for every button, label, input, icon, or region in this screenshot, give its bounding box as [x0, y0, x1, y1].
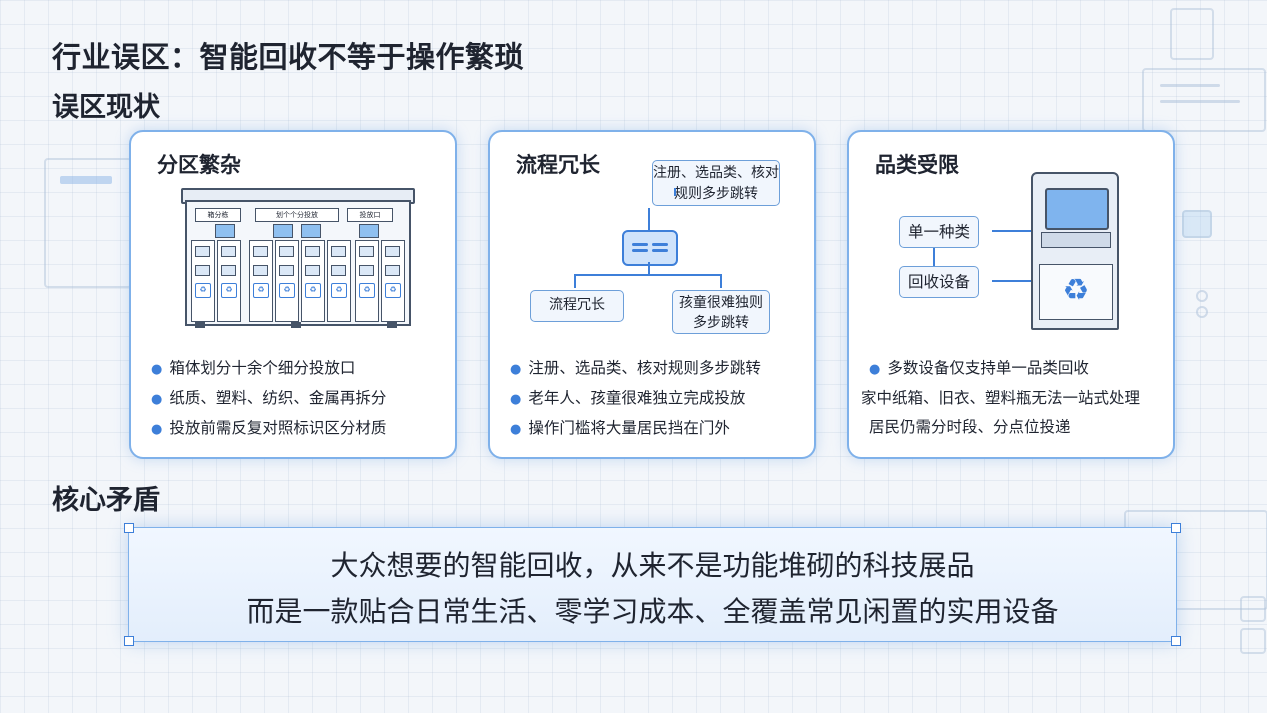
section-title-status: 误区现状	[52, 92, 160, 123]
bg-decor-line	[60, 176, 112, 184]
tag-single-category: 单一种类	[899, 216, 980, 248]
resize-handle[interactable]	[124, 523, 134, 533]
recycle-icon: ♻	[359, 283, 375, 298]
bullet-dot-icon: ●	[151, 362, 163, 377]
recycle-icon: ♻	[195, 283, 211, 298]
bg-decor-line	[1160, 100, 1240, 103]
list-item: ●纸质、塑料、纺织、金属再拆分	[151, 389, 387, 407]
card-title: 流程冗长	[516, 153, 600, 177]
tag-connector	[992, 230, 1032, 232]
cabinet-leg	[195, 322, 205, 328]
cabinet-sign: 箱分栋	[195, 208, 241, 222]
bullet-list: ●注册、选品类、核对规则多步跳转 ●老年人、孩童很难独立完成投放 ●操作门槛将大…	[510, 354, 761, 444]
flow-box-right: 孩童很难独则多步跳转	[672, 290, 770, 334]
kiosk-panel	[1041, 232, 1111, 248]
recycle-icon: ♻	[331, 283, 347, 298]
bin-door: ♻	[249, 240, 273, 322]
bullet-dot-icon: ●	[151, 422, 163, 437]
resize-handle[interactable]	[1171, 636, 1181, 646]
section-title-core: 核心矛盾	[52, 485, 160, 516]
bullet-dot-icon: ●	[151, 392, 163, 407]
card-category: 品类受限 单一种类 回收设备 ♻ ●多数设备仅支持单一品类回收 家中纸箱、旧衣、…	[847, 130, 1175, 459]
bin-door: ♻	[301, 240, 325, 322]
cabinet-body: 箱分栋 划个个分投放 投放口 ♻ ♻ ♻ ♻ ♻ ♻ ♻ ♻	[185, 200, 411, 326]
bg-decor-window	[1142, 68, 1266, 132]
bin-door: ♻	[275, 240, 299, 322]
kiosk-screen	[1045, 188, 1109, 230]
bin-door: ♻	[381, 240, 405, 322]
cabinet-screen	[215, 224, 235, 238]
flow-connector	[574, 274, 722, 276]
flow-connector	[648, 262, 650, 274]
list-item: ●箱体划分十余个细分投放口	[151, 359, 356, 377]
recycle-icon: ♻	[279, 283, 295, 298]
bin-door: ♻	[355, 240, 379, 322]
bullet-dot-icon: ●	[869, 362, 881, 377]
bin-door: ♻	[191, 240, 215, 322]
list-item: ●注册、选品类、核对规则多步跳转	[510, 359, 761, 377]
flow-hub-icon	[622, 230, 678, 266]
bg-decor-dot	[1196, 306, 1208, 318]
page-title: 行业误区：智能回收不等于操作繁琐	[52, 40, 525, 74]
recycle-kiosk-illustration: ♻	[1031, 172, 1119, 330]
flow-connector	[574, 274, 576, 288]
tag-recycle-device: 回收设备	[899, 266, 980, 298]
bullet-dot-icon: ●	[510, 392, 522, 407]
flow-box-left: 流程冗长	[530, 290, 624, 322]
recycle-icon: ♻	[1062, 273, 1090, 308]
resize-handle[interactable]	[1171, 523, 1181, 533]
list-item: 家中纸箱、旧衣、塑料瓶无法一站式处理	[861, 389, 1141, 407]
recycle-icon: ♻	[385, 283, 401, 298]
bullet-dot-icon: ●	[510, 422, 522, 437]
bullet-dot-icon: ●	[510, 362, 522, 377]
bg-decor-grid-icon	[1240, 628, 1266, 654]
list-item: ●操作门槛将大量居民挡在门外	[510, 419, 730, 437]
bg-decor-dot	[1196, 290, 1208, 302]
card-title: 分区繁杂	[157, 153, 241, 177]
cabinet-screen	[301, 224, 321, 238]
bg-decor-doc	[1170, 8, 1214, 60]
list-item: 居民仍需分时段、分点位投递	[869, 418, 1071, 436]
flow-connector	[720, 274, 722, 288]
core-statement-line-1: 大众想要的智能回收，从来不是功能堆砌的科技展品	[330, 549, 975, 582]
cabinet-leg	[387, 322, 397, 328]
core-statement-box: 大众想要的智能回收，从来不是功能堆砌的科技展品 而是一款贴合日常生活、零学习成本…	[124, 523, 1181, 646]
cabinet-screen	[359, 224, 379, 238]
recycle-icon: ♻	[253, 283, 269, 298]
flow-connector	[648, 208, 650, 230]
list-item: ●多数设备仅支持单一品类回收	[869, 359, 1089, 377]
cabinet-sign: 划个个分投放	[255, 208, 339, 222]
bin-door: ♻	[327, 240, 351, 322]
tag-connector	[992, 280, 1032, 282]
recycle-icon: ♻	[221, 283, 237, 298]
cabinet-screen	[273, 224, 293, 238]
resize-handle[interactable]	[124, 636, 134, 646]
tag-connector	[933, 248, 935, 266]
card-zoning: 分区繁杂 箱分栋 划个个分投放 投放口 ♻ ♻ ♻ ♻ ♻ ♻ ♻ ♻ ●箱体划…	[129, 130, 457, 459]
kiosk-body: ♻	[1031, 172, 1119, 330]
bg-decor-grid-icon	[1240, 596, 1266, 622]
flow-connector	[674, 188, 676, 196]
bg-decor-line	[1160, 84, 1220, 87]
card-title: 品类受限	[875, 153, 959, 177]
list-item: ●老年人、孩童很难独立完成投放	[510, 389, 746, 407]
bullet-list: ●多数设备仅支持单一品类回收 家中纸箱、旧衣、塑料瓶无法一站式处理 居民仍需分时…	[861, 354, 1140, 442]
sorting-cabinet-illustration: 箱分栋 划个个分投放 投放口 ♻ ♻ ♻ ♻ ♻ ♻ ♻ ♻	[181, 188, 415, 328]
cabinet-sign: 投放口	[347, 208, 393, 222]
list-item: ●投放前需反复对照标识区分材质	[151, 419, 387, 437]
bullet-list: ●箱体划分十余个细分投放口 ●纸质、塑料、纺织、金属再拆分 ●投放前需反复对照标…	[151, 354, 386, 444]
recycle-icon: ♻	[305, 283, 321, 298]
flow-box-top: 注册、选品类、核对规则多步跳转	[652, 160, 780, 206]
kiosk-bin: ♻	[1039, 264, 1113, 320]
card-process: 流程冗长 注册、选品类、核对规则多步跳转 流程冗长 孩童很难独则多步跳转 ●注册…	[488, 130, 816, 459]
bin-door: ♻	[217, 240, 241, 322]
core-statement-line-2: 而是一款贴合日常生活、零学习成本、全覆盖常见闲置的实用设备	[246, 595, 1059, 628]
bg-decor-card	[1182, 210, 1212, 238]
cabinet-leg	[291, 322, 301, 328]
